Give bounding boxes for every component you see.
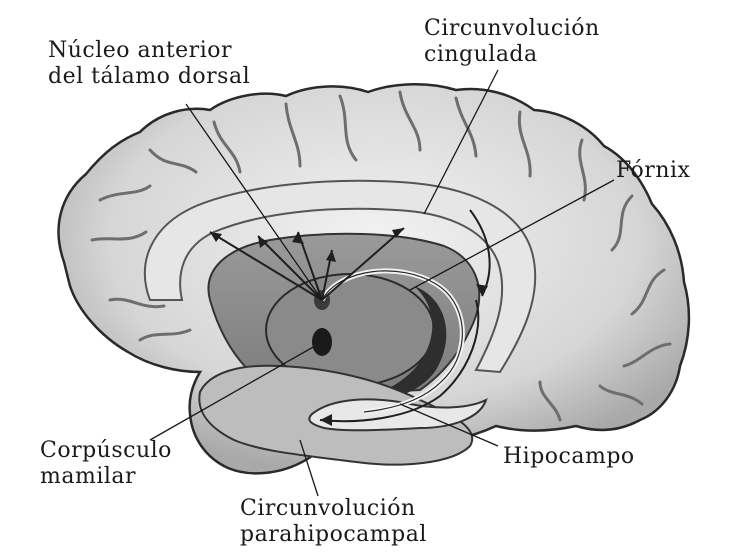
label-parahipo-line2: parahipocampal — [240, 522, 427, 548]
label-parahippocampal-gyrus: Circunvolución parahipocampal — [240, 496, 427, 548]
label-hipocampo-text: Hipocampo — [503, 444, 635, 470]
label-nucleo-line1: Núcleo anterior — [48, 38, 250, 64]
label-nucleo-line2: del tálamo dorsal — [48, 64, 250, 90]
label-anterior-thalamic-nucleus: Núcleo anterior del tálamo dorsal — [48, 38, 250, 90]
label-cingulada-line2: cingulada — [424, 42, 600, 68]
label-corpusculo-line1: Corpúsculo — [40, 438, 172, 464]
label-fornix-text: Fórnix — [616, 158, 690, 184]
label-parahipo-line1: Circunvolución — [240, 496, 427, 522]
label-cingulada-line1: Circunvolución — [424, 16, 600, 42]
label-fornix: Fórnix — [616, 158, 690, 184]
label-cingulate-gyrus: Circunvolución cingulada — [424, 16, 600, 68]
label-corpusculo-line2: mamilar — [40, 464, 172, 490]
label-hippocampus: Hipocampo — [503, 444, 635, 470]
label-mammillary-body: Corpúsculo mamilar — [40, 438, 172, 490]
